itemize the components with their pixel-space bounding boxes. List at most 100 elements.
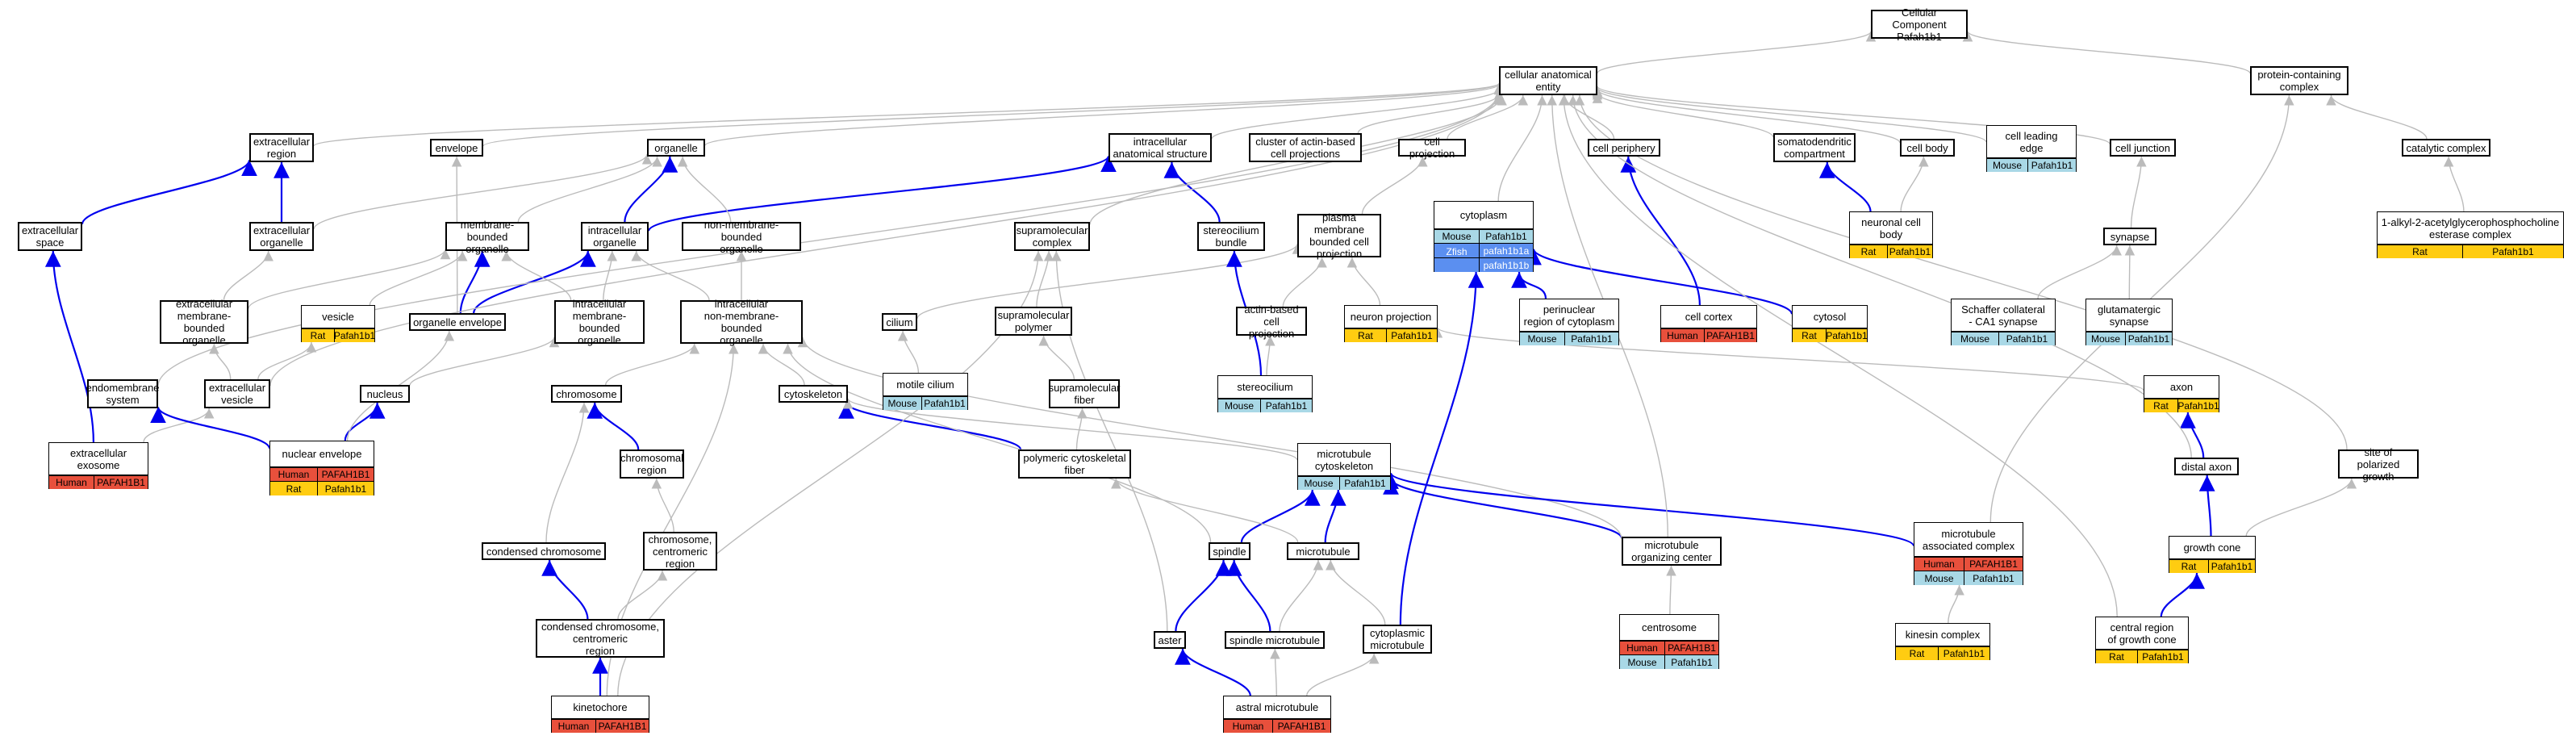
term-node-pcf[interactable]: polymeric cytoskeletal fiber: [1018, 449, 1131, 479]
term-node-ems[interactable]: endomembrane system: [86, 379, 160, 408]
term-node-chr[interactable]: chromosome: [551, 385, 622, 403]
term-label: cell leading edge: [1987, 126, 2076, 158]
part-of-edge-ico-ias: [647, 155, 1117, 232]
term-node-ias[interactable]: intracellular anatomical structure: [1108, 133, 1212, 162]
is-a-edge-cyto-cae: [1497, 94, 1547, 202]
is-a-edge-spd-inmbo: [783, 343, 1212, 543]
term-node-spd[interactable]: spindle: [1209, 542, 1250, 560]
term-node-sdc[interactable]: somatodendritic compartment: [1773, 133, 1856, 162]
term-node-dax[interactable]: distal axon: [2174, 458, 2239, 475]
gene-cell: Pafah1b1: [1665, 655, 1718, 669]
term-node-smf[interactable]: supramolecular fiber: [1049, 379, 1120, 408]
term-label: neuron projection: [1345, 306, 1437, 328]
part-of-edge-cyso-cyto: [1526, 249, 1793, 315]
term-node-cymt[interactable]: cytoplasmic microtubule: [1363, 625, 1432, 654]
term-node-csk[interactable]: cytoskeleton: [779, 385, 848, 403]
term-node-abcp[interactable]: actin-based cell projection: [1236, 303, 1307, 340]
term-node-org[interactable]: organelle: [647, 139, 705, 157]
gene-cell: Pafah1b1: [2177, 399, 2219, 412]
term-node-cbody[interactable]: cell body: [1900, 139, 1955, 157]
term-node-smc[interactable]: supramolecular complex: [1014, 222, 1090, 251]
term-node-exv[interactable]: extracellular vesicle: [204, 379, 270, 408]
term-node-cae[interactable]: cellular anatomical entity: [1499, 66, 1597, 95]
term-label: supramolecular fiber: [1048, 382, 1121, 406]
term-node-env[interactable]: envelope: [430, 139, 483, 157]
term-node-cc[interactable]: Cellular Component Pafah1b1: [1871, 6, 1968, 43]
term-node-cil[interactable]: cilium: [882, 313, 917, 331]
species-cell: Mouse: [1434, 230, 1480, 243]
term-node-pmbcp[interactable]: plasma membrane bounded cell projection: [1297, 211, 1381, 260]
term-node-inmbo[interactable]: intracellular non-membrane-bounded organ…: [680, 298, 803, 346]
term-node-mt[interactable]: microtubule: [1287, 542, 1359, 560]
part-of-edge-gcn-dax: [2198, 475, 2215, 537]
term-node-exr[interactable]: extracellular region: [249, 133, 314, 162]
term-node-stb[interactable]: stereocilium bundle: [1197, 222, 1265, 251]
term-node-pcc[interactable]: protein-containing complex: [2250, 66, 2348, 95]
term-node-spmt[interactable]: spindle microtubule: [1225, 631, 1325, 649]
is-a-edge-exmbo-exo: [223, 250, 273, 301]
term-node-syn[interactable]: synapse: [2103, 228, 2156, 245]
term-node-spg[interactable]: site of polarized growth: [2338, 446, 2419, 483]
part-of-edge-nenv-ems: [150, 406, 271, 449]
annotated-term-aapc[interactable]: 1-alkyl-2-acetylglycerophosphocholine es…: [2377, 211, 2564, 258]
term-node-nuc[interactable]: nucleus: [360, 385, 410, 403]
gene-cell: Pafah1b1: [2463, 245, 2563, 258]
term-node-crr[interactable]: chromosomal region: [620, 449, 684, 479]
term-node-cpr[interactable]: cell projection: [1398, 136, 1466, 160]
term-node-cabcp[interactable]: cluster of actin-based cell projections: [1249, 133, 1362, 162]
part-of-edge-amt-ast: [1175, 648, 1251, 696]
term-node-ccr[interactable]: chromosome, centromeric region: [643, 532, 717, 571]
term-node-ast[interactable]: aster: [1154, 631, 1186, 649]
term-node-cchr[interactable]: condensed chromosome: [482, 542, 606, 560]
is-a-edge-cymt-mt: [1326, 559, 1386, 625]
term-label: cilium: [886, 316, 913, 328]
term-node-ccc[interactable]: condensed chromosome, centromeric region: [536, 619, 665, 658]
gene-cell: Pafah1b1: [333, 329, 376, 342]
term-node-nmbo[interactable]: non-membrane-bounded organelle: [682, 219, 801, 255]
is-a-edge-imbo-ico: [603, 250, 618, 301]
term-node-mbo[interactable]: membrane-bounded organelle: [445, 219, 529, 255]
term-node-exmbo[interactable]: extracellular membrane-bounded organelle: [160, 298, 248, 346]
term-node-catc[interactable]: catalytic complex: [2402, 139, 2490, 157]
term-node-exo[interactable]: extracellular organelle: [249, 222, 314, 251]
term-node-smp[interactable]: supramolecular polymer: [995, 307, 1072, 336]
is-a-edge-org-cae: [704, 84, 1504, 146]
term-node-cper[interactable]: cell periphery: [1588, 139, 1660, 157]
term-node-ico[interactable]: intracellular organelle: [581, 222, 649, 251]
term-node-imbo[interactable]: intracellular membrane-bounded organelle: [554, 298, 645, 346]
term-node-exs[interactable]: extracellular space: [18, 222, 82, 251]
is-a-edge-nmbo-org: [677, 156, 732, 223]
term-node-mtoc[interactable]: microtubule organizing center: [1622, 537, 1722, 566]
term-node-oenv[interactable]: organelle envelope: [409, 313, 506, 331]
term-node-cjunc[interactable]: cell junction: [2110, 139, 2176, 157]
term-label: cell junction: [2115, 141, 2170, 154]
